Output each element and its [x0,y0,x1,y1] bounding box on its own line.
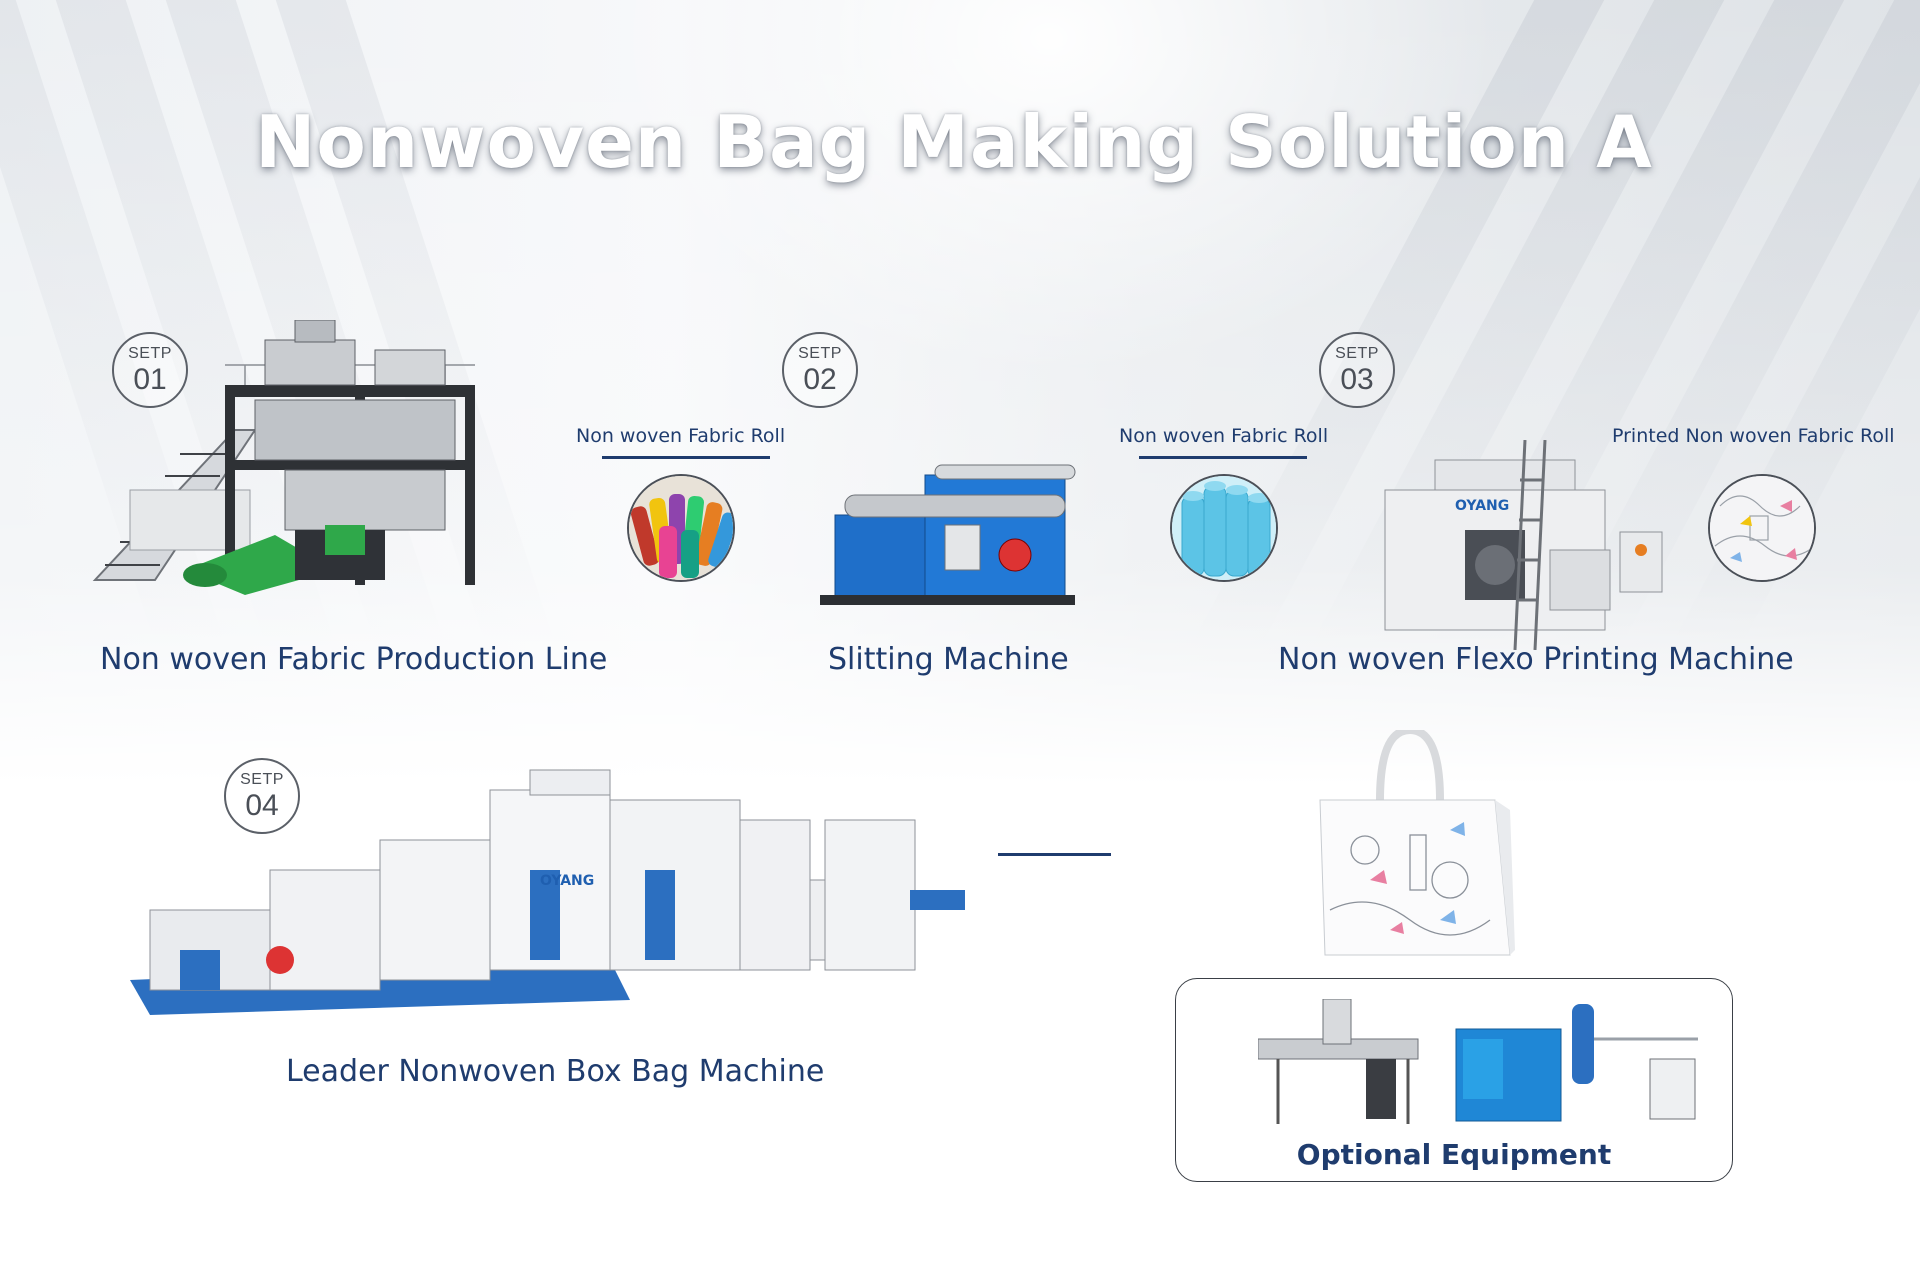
oyang-logo: OYANG [540,873,594,889]
step-01-caption: Non woven Fabric Production Line [100,642,608,677]
step-number: 01 [133,362,167,396]
page-title: Nonwoven Bag Making Solution A [255,100,1653,184]
optional-equipment-panel: Optional Equipment [1175,978,1733,1182]
step-badge-02: SETP 02 [782,332,858,408]
step-number: 03 [1340,362,1374,396]
step-badge-03: SETP 03 [1319,332,1395,408]
flexo-printing-machine-image: OYANG [1384,440,1663,650]
roll-label-underline-1 [602,456,770,459]
box-bag-machine-image: OYANG [130,769,965,1015]
slitting-machine-image [820,464,1076,605]
printed-fabric-roll-image [1708,474,1816,582]
step-03-caption: Non woven Flexo Printing Machine [1278,642,1794,677]
fabric-roll-image-colorful [627,474,735,582]
step-number: 02 [803,362,837,396]
step-badge-04: SETP 04 [224,758,300,834]
step-number: 04 [245,788,279,822]
step-label: SETP [1335,344,1379,362]
optional-equipment-title: Optional Equipment [1296,1138,1612,1171]
roll-label-2: Non woven Fabric Roll [1119,425,1329,447]
roll-label-3: Printed Non woven Fabric Roll [1612,425,1895,447]
optional-equipment-image [1258,999,1698,1124]
step-04-caption: Leader Nonwoven Box Bag Machine [286,1054,825,1089]
roll-label-underline-2 [1139,456,1307,459]
step-label: SETP [240,770,284,788]
finished-tote-bag-image [1319,730,1515,956]
connector-line [998,853,1111,856]
step-02-caption: Slitting Machine [828,642,1069,677]
step-label: SETP [128,344,172,362]
fabric-roll-image-blue [1170,474,1278,582]
step-badge-01: SETP 01 [112,332,188,408]
roll-label-1: Non woven Fabric Roll [576,425,786,447]
oyang-logo: OYANG [1455,498,1509,514]
step-label: SETP [798,344,842,362]
fabric-production-line-image [92,320,475,595]
